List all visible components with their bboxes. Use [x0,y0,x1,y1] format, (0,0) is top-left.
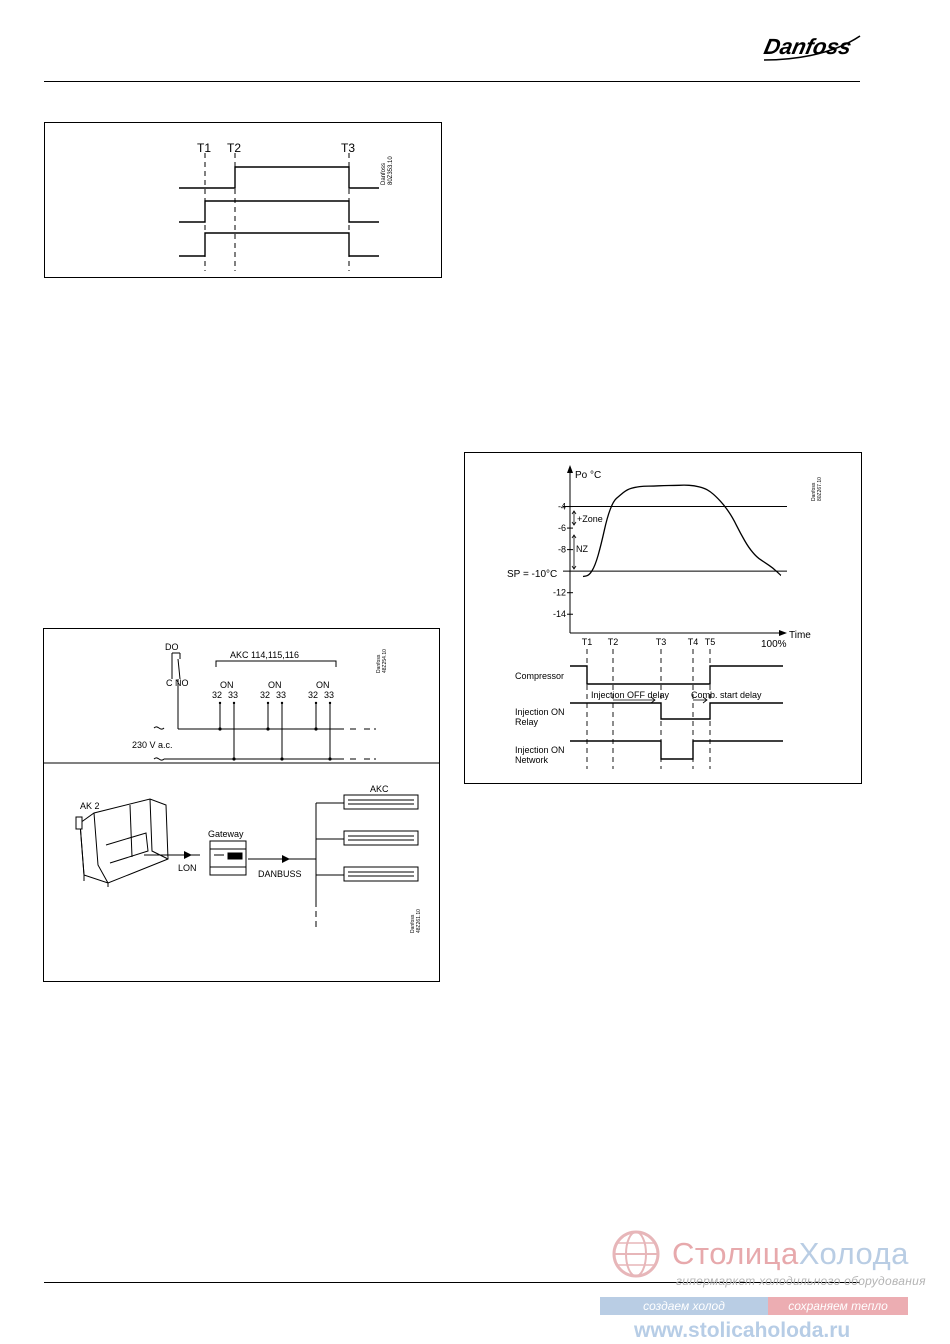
watermark-title: СтолицаХолода [672,1236,909,1272]
sp-label: SP = -10°C [507,569,557,580]
t3-label: T3 [341,141,355,155]
voltage-label: 230 V a.c. [132,740,173,750]
ak2-label: AK 2 [80,801,100,811]
akc-label: AKC [370,784,389,794]
drawing-code-brand-3: Danfoss [410,914,416,933]
x-axis-label: Time [789,630,811,641]
danbuss-label: DANBUSS [258,869,302,879]
injection-relay-trace [570,702,783,720]
neutral-tilde [153,757,165,761]
signal-3-trace [179,232,379,257]
danfoss-logo: Danfoss [762,34,861,61]
y-tick-label: -6 [558,523,566,533]
watermark-title-a: Столица [672,1236,799,1271]
time-marker-label: T2 [608,637,619,647]
t2-label: T2 [227,141,241,155]
gateway-label: Gateway [208,829,244,839]
drawing-code-brand-4: Danfoss [811,482,817,501]
watermark-url[interactable]: www.stolicaholoda.ru [634,1319,851,1342]
drawing-code-number-4: 80Z267.10 [817,477,823,501]
reference-lines [563,506,787,572]
x-end-label: 100% [761,639,787,650]
live-tilde [153,726,165,730]
y-tick-label: -4 [558,502,566,512]
y-tick-label: -12 [553,588,566,598]
akc-group-bracket [215,660,337,667]
drawing-code-number-2: 48Z254.10 [382,649,388,673]
y-tick-label: -8 [558,545,566,555]
terminal-32-label-2: 32 [260,690,270,700]
akc-unit-1 [343,794,419,810]
y-tick-label: -14 [553,609,566,619]
nz-label: NZ [576,544,588,554]
akc-group-label: AKC 114,115,116 [230,650,299,660]
timing-diagram-frame: T1 T2 T3 Danfoss 80Z353.10 [44,122,442,278]
header-rule [44,81,860,82]
time-marker-label: T5 [705,637,716,647]
zone-label: +Zone [577,514,603,524]
injection-network-trace [570,740,783,760]
akc-unit-2 [343,830,419,846]
terminal-33-label-2: 33 [276,690,286,700]
watermark-title-b: Холода [798,1236,909,1271]
zone-bracket [571,510,577,570]
y-axis-arrow [567,465,573,473]
injection-off-delay-label: Injection OFF delay [591,690,670,700]
drawing-code-brand-2: Danfoss [376,654,382,673]
do-contact-blade [177,658,181,680]
danbuss-arrow [282,855,290,863]
watermark-bar-right: сохраняем тепло [768,1297,908,1315]
c-no-label: C NO [166,678,189,688]
terminal-33-label-1: 33 [228,690,238,700]
pressure-chart: -4-6-8-12-14 Po °C Time 100% SP = -10°C … [507,465,823,769]
timing-diagram: T1 T2 T3 Danfoss 80Z353.10 [179,141,394,271]
wiring-diagram: DO C NO AKC 114,115,116 ON ON ON 32 33 3… [44,642,439,933]
signal-2-trace [179,200,379,223]
y-ticks: -4 -6 -8 -12 -14 [553,502,573,619]
t1-label: T1 [197,141,211,155]
compressor-trace [570,665,783,685]
x-axis-arrow [779,630,787,636]
logo-text: Danfoss [762,34,854,59]
wiring-network-frame: DO C NO AKC 114,115,116 ON ON ON 32 33 3… [43,628,440,982]
time-marker-label: T4 [688,637,699,647]
injection-network-label-2: Network [515,755,549,765]
ak2-controller-illustration [75,798,169,887]
signal-1-trace [179,166,379,189]
lon-label: LON [178,863,197,873]
watermark-bar-left: создаем холод [600,1297,768,1315]
time-marker-label: T3 [656,637,667,647]
watermark: СтолицаХолода гипермаркет холодильного о… [600,1222,940,1342]
terminal-33-label-3: 33 [324,690,334,700]
on-label-2: ON [268,680,282,690]
on-label-3: ON [316,680,330,690]
po-curve [582,484,782,578]
footer-rule [44,1282,860,1283]
time-marker-label: T1 [582,637,593,647]
injection-network-label-1: Injection ON [515,745,565,755]
injection-relay-label-2: Relay [515,717,539,727]
drawing-code-brand: Danfoss [381,163,387,185]
injection-relay-label-1: Injection ON [515,707,565,717]
network-diagram: AK 2 LON Gateway DANBUSS [75,784,422,933]
pressure-chart-frame: -4-6-8-12-14 Po °C Time 100% SP = -10°C … [464,452,862,784]
do-label: DO [165,642,179,652]
drawing-code-number-3: 48Z261.10 [416,909,422,933]
globe-icon [612,1230,660,1278]
comb-start-delay-label: Comb. start delay [691,690,762,700]
watermark-subtitle: гипермаркет холодильного оборудования [676,1274,926,1288]
terminal-32-label-3: 32 [308,690,318,700]
drawing-code-number: 80Z353.10 [388,156,394,185]
compressor-label: Compressor [515,671,564,681]
terminal-32-label-1: 32 [212,690,222,700]
gateway-device [209,840,247,876]
lon-arrow [184,851,192,859]
chart-title: Po °C [575,470,601,481]
on-label-1: ON [220,680,234,690]
akc-unit-3 [343,866,419,882]
